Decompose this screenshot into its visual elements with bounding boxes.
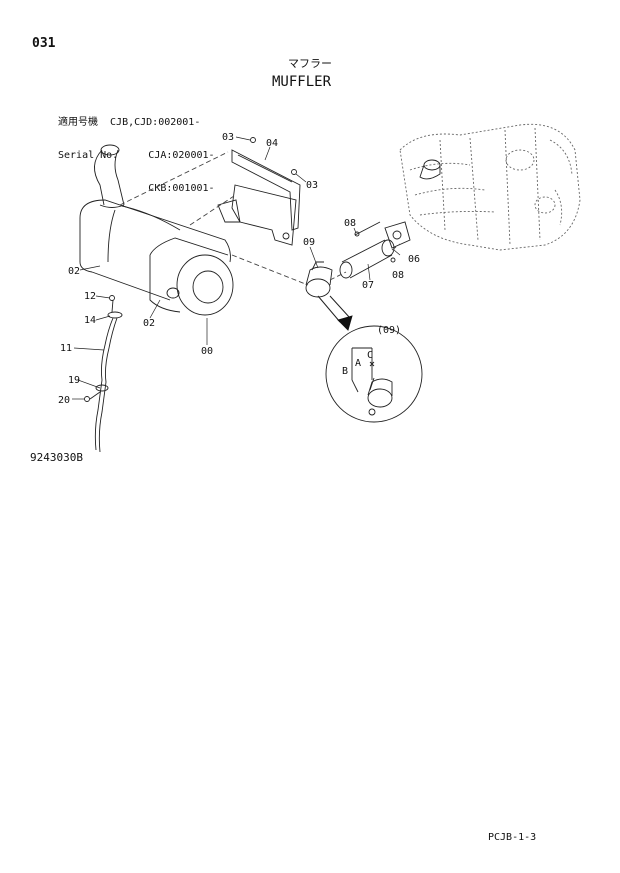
page-number: 031 xyxy=(32,36,56,51)
serial-line-3: CKB:001001- xyxy=(58,183,215,194)
detail-label-b: B xyxy=(342,366,348,377)
drain-hose xyxy=(84,295,123,453)
detail-label-c: C xyxy=(367,350,373,361)
bolts xyxy=(250,137,396,263)
callout-08-lower: 08 xyxy=(392,270,404,281)
serial-line-2: Serial No. CJA:020001- xyxy=(58,150,215,161)
callout-00: 00 xyxy=(201,346,213,357)
detail-label-a: A xyxy=(355,358,361,369)
clamp xyxy=(305,261,333,298)
callout-02-lower: 02 xyxy=(143,318,155,329)
serial-info: 適用号機 CJB,CJD:002001- Serial No. CJA:0200… xyxy=(58,95,215,205)
callout-06: 06 xyxy=(408,254,420,265)
callout-04: 04 xyxy=(266,138,278,149)
connection-pipe xyxy=(339,221,395,279)
callout-02-left: 02 xyxy=(68,266,80,277)
callout-19: 19 xyxy=(68,375,80,386)
leader-lines xyxy=(72,136,401,400)
callout-20: 20 xyxy=(58,395,70,406)
engine-muffler-location xyxy=(419,159,441,180)
detail-ref-09: (09) xyxy=(377,325,401,336)
engine-outline xyxy=(399,123,581,251)
muffler-body xyxy=(79,199,234,316)
gasket xyxy=(384,221,411,249)
callout-14: 14 xyxy=(84,315,96,326)
callout-12: 12 xyxy=(84,291,96,302)
callout-03-right: 03 xyxy=(306,180,318,191)
footer-code: PCJB-1-3 xyxy=(488,832,537,843)
title-japanese: マフラー xyxy=(288,57,332,70)
callout-03-top: 03 xyxy=(222,132,234,143)
callout-08-upper: 08 xyxy=(344,218,356,229)
inlet-pipe xyxy=(94,144,125,208)
detail-circle xyxy=(317,295,423,423)
callout-labels: 03 04 03 08 09 06 08 07 02 02 00 12 14 1… xyxy=(58,132,420,406)
callout-09: 09 xyxy=(303,237,315,248)
assembly-lines xyxy=(119,151,401,286)
serial-line-1: 適用号機 CJB,CJD:002001- xyxy=(58,117,201,128)
bracket-plate xyxy=(217,149,301,246)
callout-11: 11 xyxy=(60,343,72,354)
callout-07: 07 xyxy=(362,280,374,291)
drawing-number: 9243030B xyxy=(30,451,83,464)
title-english: MUFFLER xyxy=(272,74,332,90)
